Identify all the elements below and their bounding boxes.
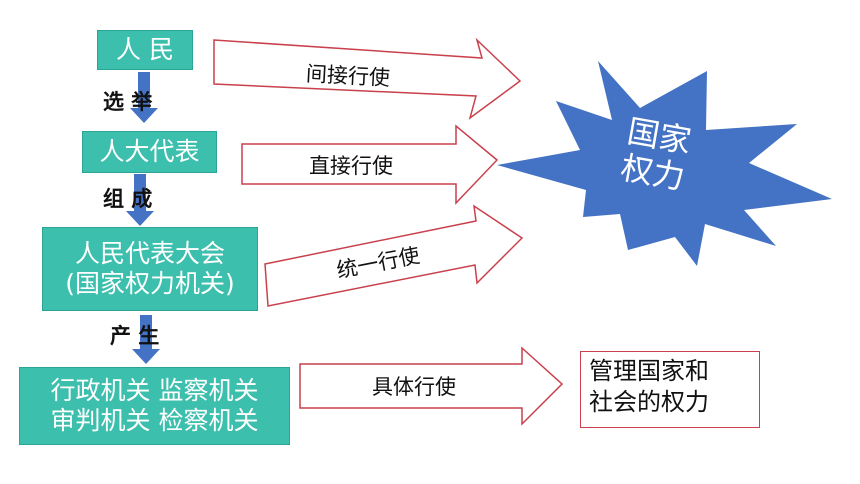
node-congress: 人民代表大会 (国家权力机关)	[42, 227, 258, 311]
state-power-starburst	[497, 61, 832, 266]
node-congress-line-1: 人民代表大会	[74, 238, 225, 268]
arrow-text-indirect: 间接行使	[305, 61, 391, 91]
node-organs-line-2: 审判机关 检察机关	[50, 406, 259, 435]
state-power-text: 国家 权力	[605, 111, 706, 199]
down-arrow-elect	[130, 72, 158, 123]
node-organs: 行政机关 监察机关 审判机关 检察机关	[19, 367, 290, 445]
node-people: 人 民	[97, 30, 193, 70]
node-congress-line-2: (国家权力机关)	[65, 269, 235, 298]
outline-arrow-concrete	[299, 346, 564, 426]
arrow-text-concrete: 具体行使	[372, 375, 456, 399]
node-deputies-label: 人大代表	[99, 136, 200, 166]
outline-arrow-indirect	[213, 37, 522, 120]
outline-arrow-direct	[241, 124, 499, 205]
node-deputies: 人大代表	[82, 131, 217, 173]
down-arrow-compose	[126, 174, 154, 226]
result-line-2: 社会的权力	[589, 388, 709, 417]
label-elect: 选 举	[103, 90, 153, 114]
label-compose: 组 成	[103, 187, 153, 211]
node-organs-line-1: 行政机关 监察机关	[50, 375, 259, 405]
label-produce: 产 生	[110, 324, 160, 348]
arrow-text-direct: 直接行使	[309, 154, 393, 178]
node-people-label: 人 民	[116, 34, 174, 64]
down-arrow-produce	[132, 315, 160, 364]
result-line-1: 管理国家和	[589, 357, 709, 385]
outline-arrow-unified	[264, 204, 524, 307]
result-box: 管理国家和 社会的权力	[580, 351, 760, 428]
